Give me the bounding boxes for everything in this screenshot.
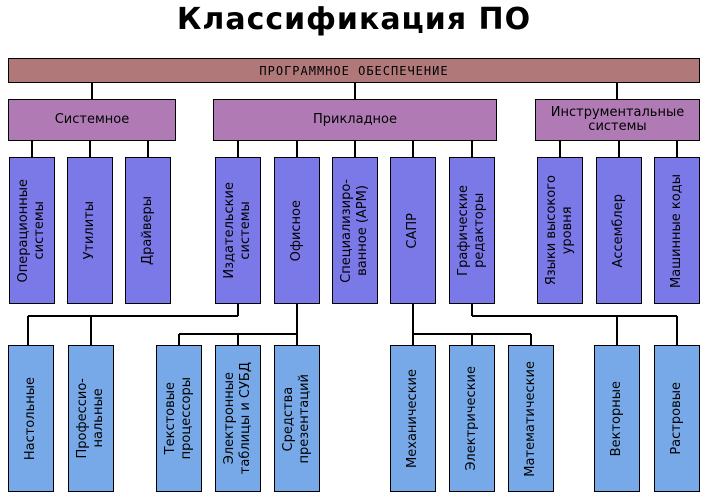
type-assembler: Ассемблер	[596, 157, 642, 304]
subtype-professional: Професcио- нальные	[68, 345, 114, 492]
subtype-label: Механические	[405, 369, 420, 468]
type-label: Ассемблер	[611, 193, 626, 268]
subtype-label: Средства презентаций	[281, 373, 312, 464]
type-office: Офисное	[274, 157, 320, 304]
diagram-title: Классификация ПО	[176, 2, 532, 37]
subtype-label: Математические	[523, 360, 538, 477]
type-publishing-systems: Издательские системы	[215, 157, 261, 304]
type-label: Машинные коды	[669, 173, 684, 288]
category-label: Системное	[54, 112, 130, 127]
subtype-label: Электрические	[464, 366, 479, 471]
subtype-mathematical: Математические	[508, 345, 554, 492]
subtype-label: Настольные	[23, 376, 38, 461]
type-label: Графические редакторы	[456, 185, 487, 276]
type-label: Драйверы	[140, 196, 155, 265]
root-label: ПРОГРАММНОЕ ОБЕСПЕЧЕНИЕ	[259, 63, 449, 78]
type-label: Языки высокого уровня	[544, 175, 575, 286]
type-utilities: Утилиты	[67, 157, 113, 304]
category-instrumental: Инструментальные системы	[535, 99, 700, 141]
subtype-presentation-tools: Средства презентаций	[274, 345, 320, 492]
subtype-label: Растровые	[669, 382, 684, 455]
category-system: Системное	[8, 99, 176, 141]
type-label: Операционные системы	[16, 178, 47, 283]
subtype-label: Текстовые процессоры	[163, 377, 194, 460]
type-operating-systems: Операционные системы	[9, 157, 55, 304]
subtype-label: Электронные таблицы и СУБД	[222, 362, 253, 475]
category-label: Прикладное	[312, 112, 398, 127]
subtype-label: Векторные	[609, 380, 624, 457]
type-cad: САПР	[390, 157, 436, 304]
type-label: Специализиро- ванное (АРМ)	[339, 178, 370, 283]
root-node: ПРОГРАММНОЕ ОБЕСПЕЧЕНИЕ	[8, 58, 700, 83]
subtype-spreadsheets-dbms: Электронные таблицы и СУБД	[215, 345, 261, 492]
type-label: Офисное	[289, 199, 304, 262]
type-graphic-editors: Графические редакторы	[449, 157, 495, 304]
subtype-desktop: Настольные	[8, 345, 54, 492]
type-label: Утилиты	[82, 201, 97, 260]
category-label: Инструментальные системы	[550, 105, 685, 134]
subtype-raster: Растровые	[654, 345, 700, 492]
type-high-level-languages: Языки высокого уровня	[537, 157, 583, 304]
type-specialized: Специализиро- ванное (АРМ)	[332, 157, 378, 304]
subtype-label: Професcио- нальные	[75, 378, 106, 459]
type-drivers: Драйверы	[125, 157, 171, 304]
type-label: Издательские системы	[222, 182, 253, 279]
type-label: САПР	[405, 212, 420, 249]
category-applied: Прикладное	[213, 99, 497, 141]
subtype-word-processors: Текстовые процессоры	[156, 345, 202, 492]
subtype-mechanical: Механические	[390, 345, 436, 492]
subtype-electrical: Электрические	[449, 345, 495, 492]
type-machine-codes: Машинные коды	[654, 157, 700, 304]
subtype-vector: Векторные	[594, 345, 640, 492]
